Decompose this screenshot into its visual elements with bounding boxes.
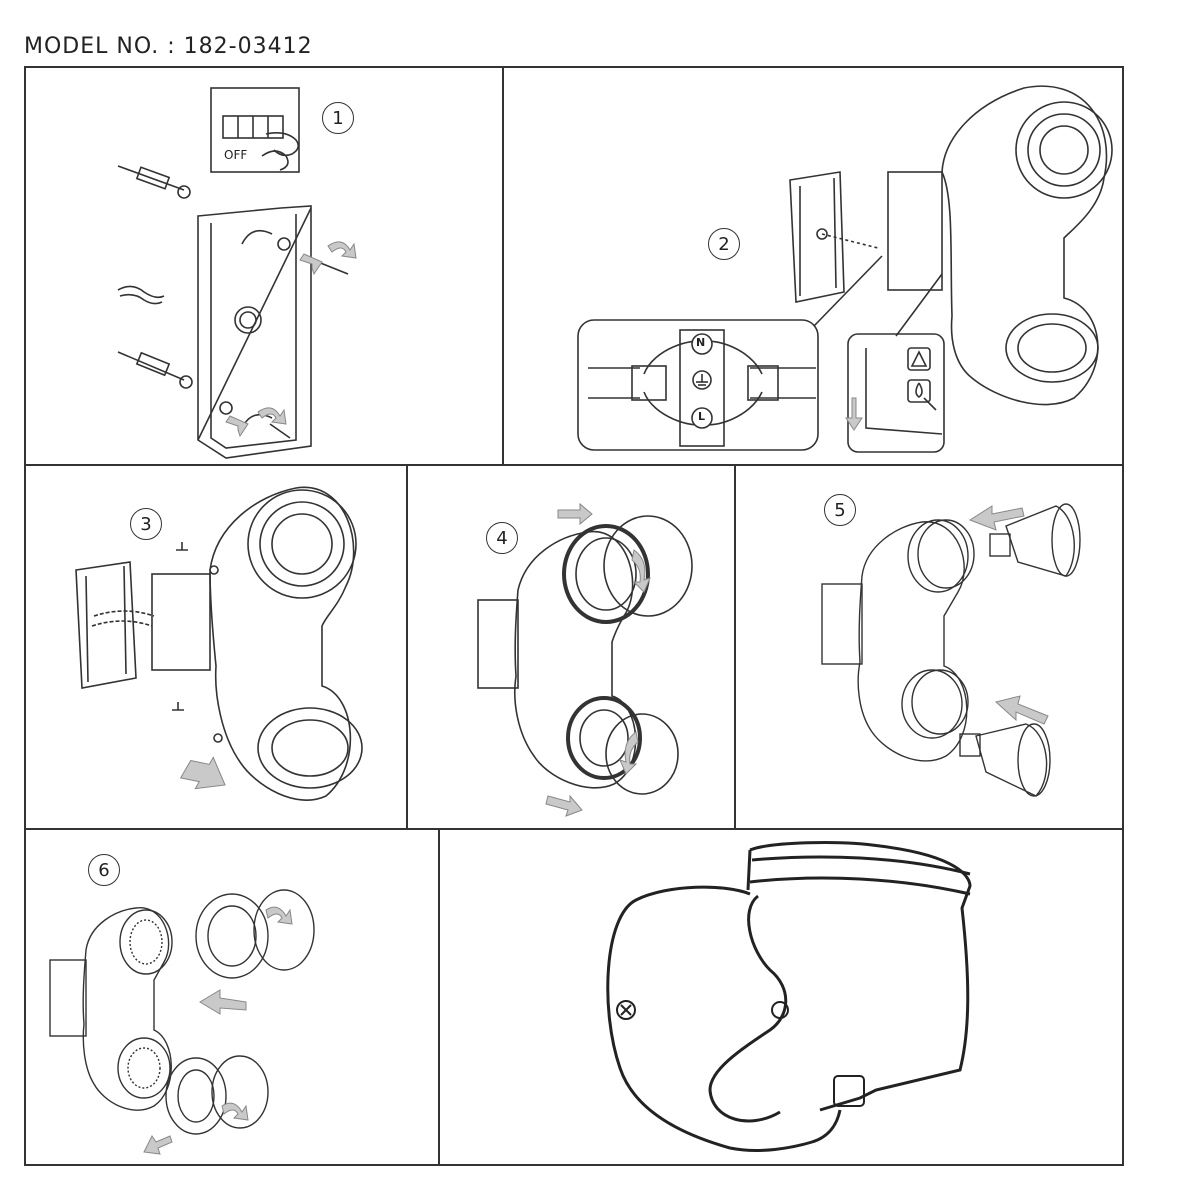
lamp-head <box>749 841 972 1112</box>
bezel-ring-bottom <box>165 1057 227 1135</box>
lamp-body <box>941 85 1108 406</box>
lamp-mount-box <box>887 171 943 291</box>
warning-triangle-icon <box>910 350 928 367</box>
step-5-number: 5 <box>824 494 856 526</box>
step-4-illustration <box>477 502 693 817</box>
step-4-panel: 4 <box>406 464 736 830</box>
step-6-number: 6 <box>88 854 120 886</box>
model-number-label: MODEL NO. : 182-03412 <box>24 34 313 59</box>
warning-callout <box>847 333 945 453</box>
lamp-body-outline <box>606 885 842 1152</box>
step-2-number: 2 <box>708 228 740 260</box>
step-5-panel: 5 <box>734 464 1124 830</box>
step-4-number: 4 <box>486 522 518 554</box>
final-product-panel <box>438 828 1124 1166</box>
circuit-breaker-box <box>210 87 300 173</box>
step-1-illustration <box>117 87 357 459</box>
step-1-number: 1 <box>322 102 354 134</box>
water-drop-icon <box>915 382 923 398</box>
step-5-illustration <box>821 503 1081 797</box>
step-2-illustration <box>577 85 1113 453</box>
step-3-number: 3 <box>130 508 162 540</box>
step-1-panel: 1 <box>24 66 504 466</box>
step-2-panel: 2 <box>502 66 1124 466</box>
step-6-illustration <box>49 889 315 1155</box>
live-terminal-label: L <box>698 410 706 423</box>
step-6-panel: 6 <box>24 828 440 1166</box>
bracket-small <box>789 171 845 303</box>
step-3-illustration <box>75 486 363 801</box>
bezel-ring-top <box>195 893 269 979</box>
gu10-bulb-bottom <box>975 723 1048 797</box>
step-3-panel: 3 <box>24 464 408 830</box>
wiring-callout <box>577 319 819 451</box>
final-product-illustration <box>606 841 972 1152</box>
neutral-terminal-label: N <box>696 336 706 349</box>
breaker-off-label: OFF <box>224 148 248 162</box>
